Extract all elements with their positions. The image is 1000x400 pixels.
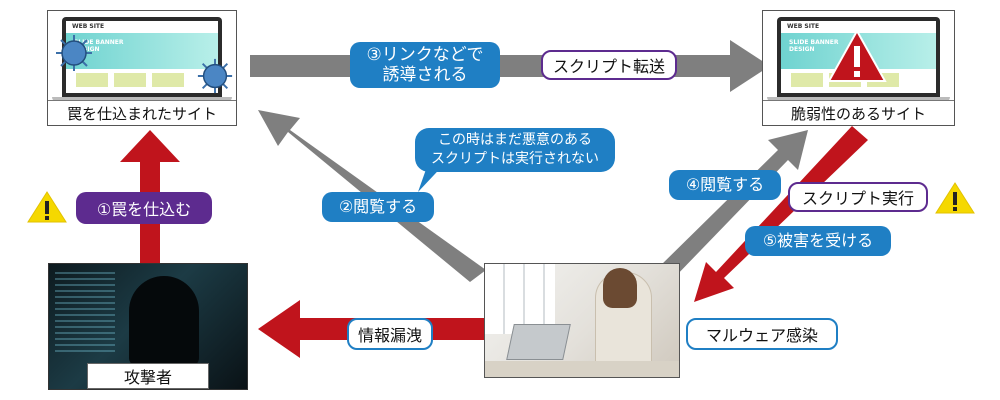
info-leak-label: 情報漏洩 (347, 318, 433, 350)
step3-label: ③リンクなどで 誘導される (350, 42, 500, 88)
step4-label: ④閲覧する (669, 170, 781, 200)
site-header-text: WEB SITE (787, 23, 820, 30)
vulnerable-site-laptop: WEB SITE SLIDE BANNER DESIGN 脆弱性のあるサイト (762, 10, 955, 126)
callout-note: この時はまだ悪意のある スクリプトは実行されない (415, 128, 615, 172)
virus-icon (197, 58, 233, 94)
trap-site-label: 罠を仕込まれたサイト (48, 100, 236, 125)
hooded-figure (129, 276, 199, 366)
step5-label: ⑤被害を受ける (745, 226, 891, 256)
script-exec-label: スクリプト実行 (788, 182, 928, 212)
warning-icon (935, 182, 975, 214)
malware-label: マルウェア感染 (686, 318, 838, 350)
arrow-user-to-vulnerable (658, 130, 808, 280)
desk (485, 361, 679, 377)
code-screen (55, 272, 115, 352)
site-banner-text: SLIDE BANNER DESIGN (789, 39, 839, 53)
vulnerable-site-label: 脆弱性のあるサイト (763, 100, 954, 125)
user-laptop (506, 324, 571, 360)
attacker-photo: 攻撃者 (48, 263, 248, 390)
site-tiles (76, 73, 184, 87)
user-photo (484, 263, 680, 378)
laptop-base (767, 97, 950, 102)
step2-label: ②閲覧する (322, 192, 434, 222)
laptop-base (52, 97, 232, 102)
site-header-text: WEB SITE (72, 23, 105, 30)
site-banner-band (66, 33, 218, 69)
trap-site-laptop: WEB SITE SLIDE BANNER DESIGN 罠を仕込まれたサイト (47, 10, 237, 126)
virus-icon (56, 35, 92, 71)
alert-triangle-icon (827, 29, 887, 82)
script-transfer-label: スクリプト転送 (541, 50, 677, 80)
attacker-label: 攻撃者 (87, 363, 209, 389)
office-window (485, 264, 555, 334)
arrow-trap-to-vulnerable (250, 40, 770, 92)
warning-icon (27, 191, 67, 223)
trap-site-screen: WEB SITE SLIDE BANNER DESIGN (62, 17, 222, 97)
step1-label: ①罠を仕込む (76, 192, 212, 224)
user-hair (603, 268, 637, 308)
arrow-vulnerable-to-user (694, 126, 868, 302)
